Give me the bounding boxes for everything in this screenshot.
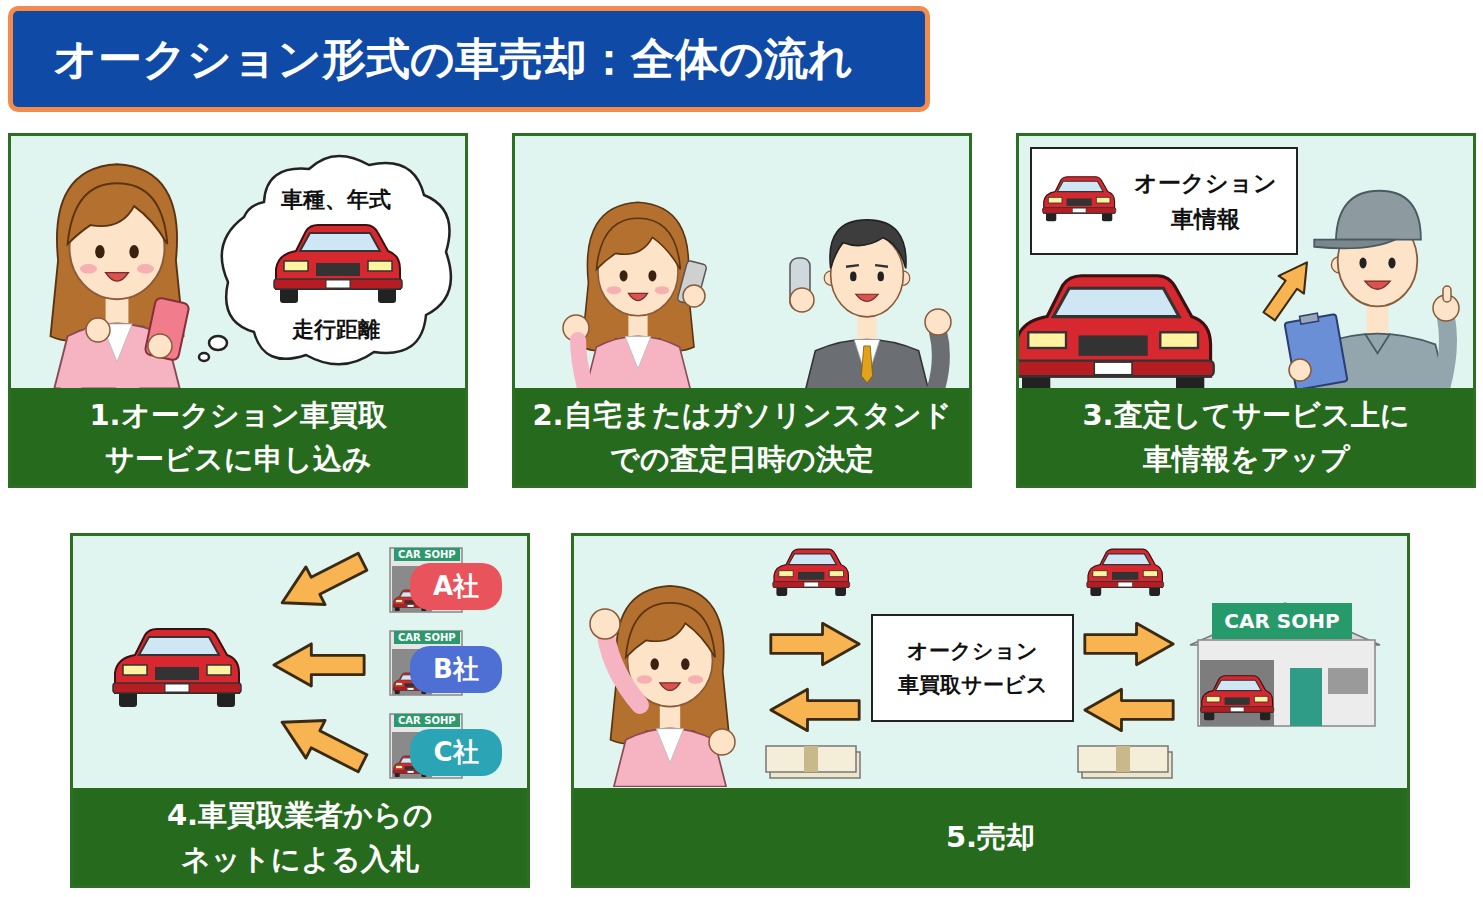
cloud-text: 車種、年式 (281, 185, 391, 215)
company-badge: A社 (410, 563, 502, 610)
caption-band: 3.査定してサービス上に 車情報をアップ (1019, 388, 1473, 485)
title-bar: オークション形式の車売却：全体の流れ (8, 6, 930, 112)
title-text: オークション形式の車売却：全体の流れ (53, 30, 853, 89)
cloud-text: 走行距離 (292, 315, 380, 345)
caption-band: 4.車買取業者からの ネットによる入札 (73, 788, 527, 885)
step-panel: 5.売却 オークション 車買取サービス CAR SOHP (571, 533, 1410, 888)
step-caption: 4.車買取業者からの ネットによる入札 (77, 793, 523, 881)
company-name: C社 (433, 735, 478, 770)
info-car-icon (1032, 149, 1296, 253)
step-caption: 1.オークション車買取 サービスに申し込み (15, 393, 461, 481)
step-panel: 3.査定してサービス上に 車情報をアップ オークション 車情報 (1016, 133, 1476, 488)
company-badge: C社 (410, 729, 502, 776)
step-caption: 3.査定してサービス上に 車情報をアップ (1023, 393, 1469, 481)
company-name: A社 (433, 569, 479, 604)
step-panel: 2.自宅またはガソリンスタンド での査定日時の決定 (512, 133, 972, 488)
label-holder: CAR SOHP (398, 715, 456, 727)
label-holder: CAR SOHP (398, 549, 456, 561)
company-badge: B社 (410, 646, 502, 693)
shop-sign-text: CAR SOHP (1224, 609, 1339, 633)
step-caption: 5.売却 (578, 815, 1403, 859)
info-text: オークション 車情報 (1118, 165, 1292, 237)
service-box: オークション 車買取サービス (871, 614, 1074, 722)
caption-band: 2.自宅またはガソリンスタンド での査定日時の決定 (515, 388, 969, 485)
shop-sign-label: CAR SOHP (398, 632, 456, 644)
shop-sign-label: CAR SOHP (398, 715, 456, 727)
speech-cloud: 車種、年式走行距離 (214, 147, 458, 369)
shop-sign: CAR SOHP (1212, 603, 1352, 639)
shop-sign-label: CAR SOHP (398, 549, 456, 561)
company-name: B社 (433, 652, 479, 687)
step-caption: 2.自宅またはガソリンスタンド での査定日時の決定 (519, 393, 965, 481)
service-text: オークション 車買取サービス (879, 634, 1066, 702)
step-panel: 4.車買取業者からの ネットによる入札 A社 B社 C社 (70, 533, 530, 888)
caption-band: 5.売却 (574, 788, 1407, 885)
label-holder: CAR SOHP (398, 632, 456, 644)
info-text-area: オークション 車情報 (1118, 149, 1292, 253)
step-panel: 1.オークション車買取 サービスに申し込み 車種、年式走行距離 (8, 133, 468, 488)
caption-band: 1.オークション車買取 サービスに申し込み (11, 388, 465, 485)
info-box: オークション 車情報 (1030, 147, 1298, 255)
